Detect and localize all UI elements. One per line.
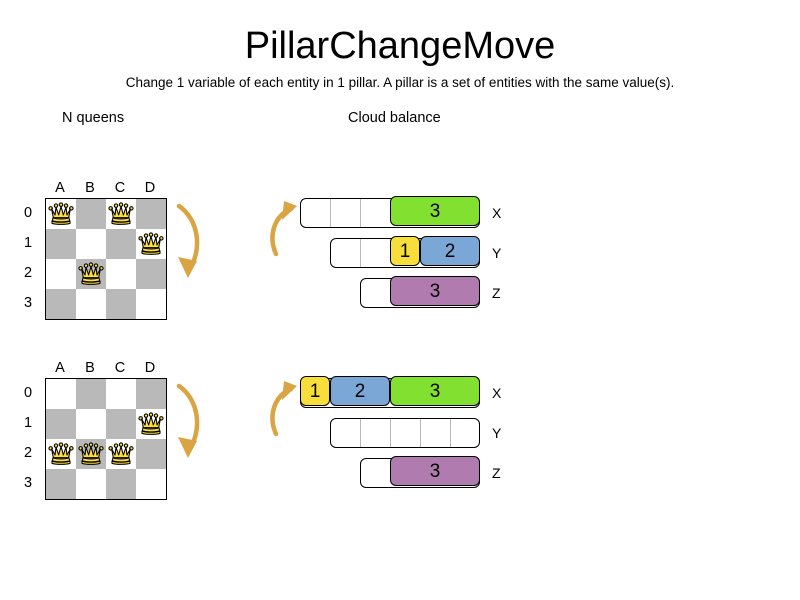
cloud-computer-label-Z: Z bbox=[492, 285, 501, 301]
cloud-empty-cell bbox=[361, 279, 391, 307]
board-cell-C2[interactable] bbox=[106, 259, 136, 289]
board-row-label: 1 bbox=[23, 235, 33, 251]
page-subtitle: Change 1 variable of each entity in 1 pi… bbox=[125, 75, 675, 90]
board-cell-B2[interactable] bbox=[76, 259, 106, 289]
board-column-label: A bbox=[55, 360, 65, 376]
board-cell-B0[interactable] bbox=[76, 199, 106, 229]
cloud-process-block[interactable]: 3 bbox=[390, 196, 480, 227]
transition-arrow-nqueens-2 bbox=[165, 378, 215, 468]
board-row-label: 1 bbox=[23, 415, 33, 431]
transition-arrow-nqueens bbox=[165, 198, 215, 288]
board-cell-B0[interactable] bbox=[76, 379, 106, 409]
cloud-empty-cell bbox=[361, 199, 391, 227]
cloud-computer-label-Z: Z bbox=[492, 465, 501, 481]
board-grid bbox=[45, 198, 167, 320]
cloud-process-block[interactable]: 1 bbox=[390, 236, 420, 267]
cloud-process-block[interactable]: 3 bbox=[390, 376, 480, 407]
board-cell-C2[interactable] bbox=[106, 439, 136, 469]
board-cell-A2[interactable] bbox=[46, 259, 76, 289]
board-cell-C0[interactable] bbox=[106, 379, 136, 409]
cloud-empty-cell bbox=[331, 199, 361, 227]
board-column-label: B bbox=[85, 360, 95, 376]
section-heading-nqueens: N queens bbox=[62, 110, 125, 126]
cloud-process-block[interactable]: 2 bbox=[330, 376, 390, 407]
board-cell-D2[interactable] bbox=[136, 259, 166, 289]
board-column-label: C bbox=[114, 180, 126, 196]
section-heading-cloud: Cloud balance bbox=[348, 110, 441, 126]
board-cell-A1[interactable] bbox=[46, 229, 76, 259]
board-column-label: D bbox=[144, 360, 156, 376]
board-column-label: B bbox=[85, 180, 95, 196]
cloud-empty-cell bbox=[331, 419, 361, 447]
cloud-computer-bar[interactable] bbox=[330, 418, 480, 448]
board-cell-A1[interactable] bbox=[46, 409, 76, 439]
board-row-label: 2 bbox=[23, 445, 33, 461]
board-cell-D0[interactable] bbox=[136, 199, 166, 229]
board-cell-A3[interactable] bbox=[46, 469, 76, 499]
board-cell-C3[interactable] bbox=[106, 289, 136, 319]
board-cell-D2[interactable] bbox=[136, 439, 166, 469]
board-cell-D1[interactable] bbox=[136, 229, 166, 259]
board-grid bbox=[45, 378, 167, 500]
cloud-empty-cell bbox=[361, 419, 391, 447]
board-column-label: D bbox=[144, 180, 156, 196]
board-cell-D0[interactable] bbox=[136, 379, 166, 409]
board-row-label: 3 bbox=[23, 475, 33, 491]
board-cell-B3[interactable] bbox=[76, 289, 106, 319]
cloud-empty-cell bbox=[301, 199, 331, 227]
board-cell-C0[interactable] bbox=[106, 199, 136, 229]
board-cell-C1[interactable] bbox=[106, 229, 136, 259]
cloud-process-block[interactable]: 2 bbox=[420, 236, 480, 267]
board-cell-B3[interactable] bbox=[76, 469, 106, 499]
cloud-row-Y: Y bbox=[300, 418, 520, 448]
cloud-process-block[interactable]: 1 bbox=[300, 376, 330, 407]
cloud-computer-label-X: X bbox=[492, 205, 502, 221]
cloud-computer-label-Y: Y bbox=[492, 425, 502, 441]
board-cell-C1[interactable] bbox=[106, 409, 136, 439]
board-cell-A2[interactable] bbox=[46, 439, 76, 469]
board-cell-B2[interactable] bbox=[76, 439, 106, 469]
cloud-computer-label-X: X bbox=[492, 385, 502, 401]
board-cell-D3[interactable] bbox=[136, 289, 166, 319]
board-column-label: C bbox=[114, 360, 126, 376]
cloud-process-block[interactable]: 3 bbox=[390, 456, 480, 487]
cloud-empty-cell bbox=[361, 239, 391, 267]
board-cell-C3[interactable] bbox=[106, 469, 136, 499]
cloud-empty-cell bbox=[331, 239, 361, 267]
board-cell-A0[interactable] bbox=[46, 199, 76, 229]
transition-arrow-cloud bbox=[266, 196, 308, 262]
board-cell-B1[interactable] bbox=[76, 229, 106, 259]
board-row-label: 0 bbox=[23, 385, 33, 401]
board-cell-A0[interactable] bbox=[46, 379, 76, 409]
board-cell-D1[interactable] bbox=[136, 409, 166, 439]
board-column-label: A bbox=[55, 180, 65, 196]
cloud-empty-cell bbox=[361, 459, 391, 487]
board-cell-A3[interactable] bbox=[46, 289, 76, 319]
page-title: PillarChangeMove bbox=[244, 25, 556, 67]
board-cell-D3[interactable] bbox=[136, 469, 166, 499]
board-row-label: 3 bbox=[23, 295, 33, 311]
board-row-label: 0 bbox=[23, 205, 33, 221]
cloud-computer-label-Y: Y bbox=[492, 245, 502, 261]
cloud-process-block[interactable]: 3 bbox=[390, 276, 480, 307]
board-row-label: 2 bbox=[23, 265, 33, 281]
transition-arrow-cloud-2 bbox=[266, 376, 308, 442]
board-cell-B1[interactable] bbox=[76, 409, 106, 439]
cloud-empty-cell bbox=[451, 419, 479, 447]
header: PillarChangeMove Change 1 variable of ea… bbox=[0, 0, 800, 90]
cloud-empty-cell bbox=[421, 419, 451, 447]
cloud-empty-cell bbox=[391, 419, 421, 447]
